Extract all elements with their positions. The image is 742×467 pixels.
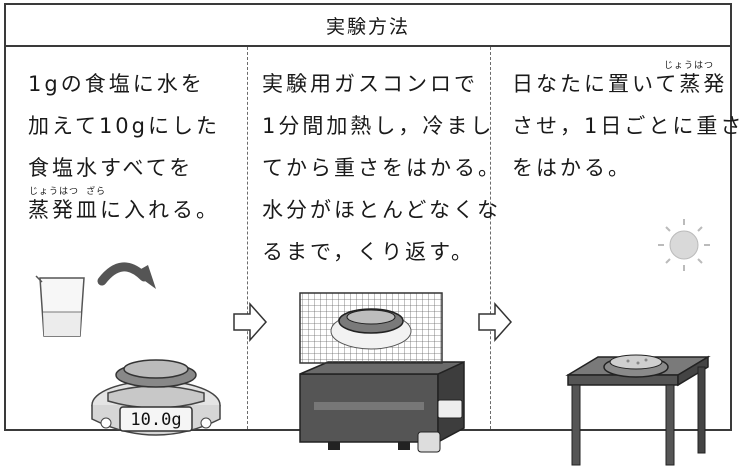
electronic-scale-icon: 10.0g [91, 359, 221, 436]
right-arrow-icon [478, 302, 513, 342]
step-1-ruby-zara: ざら [86, 187, 107, 197]
panel-header: 実験方法 [6, 5, 730, 47]
step-1-ruby-jouhatsu: じょうはつ [29, 187, 80, 197]
step-2-line-1: 実験用ガスコンロで [262, 72, 478, 96]
step-2-text: 実験用ガスコンロで 1分間加熱し，冷まし てから重さをはかる。 水分がほとんどな… [262, 63, 502, 273]
step-1-line-2: 加えて10gにした [28, 114, 221, 138]
step-3-line-1-text: 日なたに置いて蒸発 [512, 72, 728, 96]
step-2-column: 実験用ガスコンロで 1分間加熱し，冷まし てから重さをはかる。 水分がほとんどな… [248, 47, 499, 453]
table-icon [565, 354, 711, 466]
experiment-method-panel: 実験方法 1gの食塩に水を 加えて10gにした 食塩水すべてを じょうはつ ざら… [4, 3, 741, 466]
step-3-text: じょうはつ 日なたに置いて蒸発 させ，1日ごとに重さ をはかる。 [512, 61, 742, 189]
step-3-line-1: じょうはつ 日なたに置いて蒸発 [512, 61, 742, 105]
scale-display: 10.0g [130, 410, 181, 430]
step-2-line-2: 1分間加熱し，冷まし [262, 114, 495, 138]
column-divider-1 [247, 47, 248, 429]
column-divider-2 [490, 47, 491, 429]
right-arrow-icon [233, 302, 268, 342]
step-1-line-4-text: 蒸発皿に入れる。 [28, 198, 220, 222]
step-3-line-2: させ，1日ごとに重さ [512, 114, 742, 138]
step-3-column: じょうはつ 日なたに置いて蒸発 させ，1日ごとに重さ をはかる。 [492, 47, 741, 466]
beaker-icon [35, 275, 85, 337]
step-1-line-3: 食塩水すべてを [28, 156, 194, 180]
step-1-column: 1gの食塩に水を 加えて10gにした 食塩水すべてを じょうはつ ざら 蒸発皿に… [6, 47, 246, 436]
step-2-line-3: てから重さをはかる。 [262, 156, 502, 180]
step-2-line-4: 水分がほとんどなくな [262, 198, 501, 222]
page-title: 実験方法 [325, 15, 410, 38]
step-2-line-5: るまで，くり返す。 [262, 240, 476, 264]
step-1-line-1: 1gの食塩に水を [28, 72, 205, 96]
curved-arrow-icon [97, 262, 156, 289]
wire-gauze-icon [299, 292, 443, 364]
step-1-line-4: じょうはつ ざら 蒸発皿に入れる。 [28, 187, 220, 231]
step-1-text: 1gの食塩に水を 加えて10gにした 食塩水すべてを じょうはつ ざら 蒸発皿に… [28, 63, 220, 231]
step-3-ruby-jouhatsu: じょうはつ [664, 61, 715, 71]
sun-icon [658, 219, 710, 271]
step-3-line-3: をはかる。 [512, 156, 632, 180]
